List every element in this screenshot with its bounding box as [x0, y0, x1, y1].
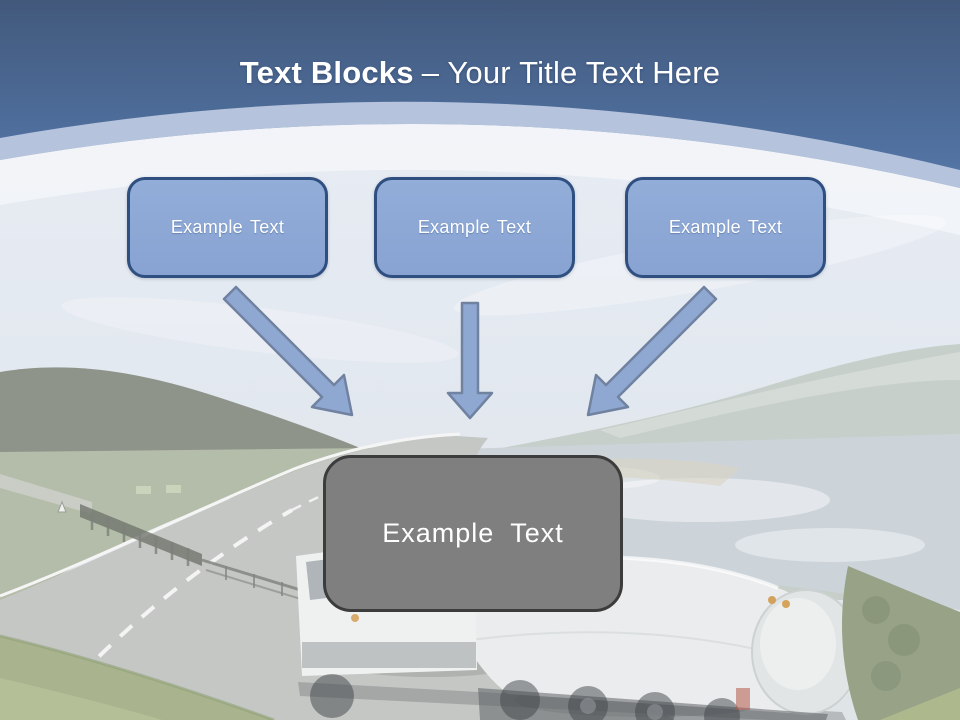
text-block-3[interactable]: Example Text	[625, 177, 826, 278]
slide-title[interactable]: Text Blocks– Your Title Text Here	[0, 54, 960, 92]
text-block-1-label: Example Text	[170, 217, 285, 237]
tree-ridge-left	[0, 367, 370, 472]
arc-band	[0, 101, 960, 188]
slide-title-bold: Text Blocks	[239, 55, 414, 90]
center-text-block[interactable]: Example Text	[323, 455, 623, 612]
text-block-1[interactable]: Example Text	[127, 177, 328, 278]
text-block-2-label: Example Text	[417, 217, 532, 237]
slide-title-regular: – Your Title Text Here	[421, 55, 721, 90]
arrow-down-right-icon[interactable]	[222, 285, 354, 417]
center-text-block-label: Example Text	[382, 518, 564, 548]
text-block-3-label: Example Text	[668, 217, 783, 237]
arrow-down-left-icon[interactable]	[586, 285, 718, 417]
field-left	[0, 444, 430, 604]
text-block-2[interactable]: Example Text	[374, 177, 575, 278]
arrow-down-icon[interactable]	[446, 301, 494, 420]
